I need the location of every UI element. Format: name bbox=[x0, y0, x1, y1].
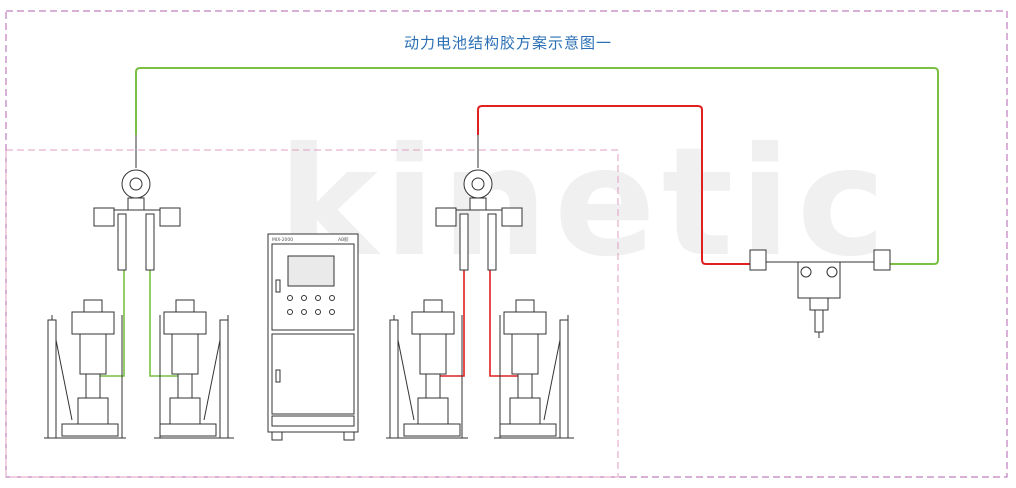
pump-station-3 bbox=[386, 299, 468, 439]
red-supply-hose bbox=[477, 105, 758, 265]
green-hose-left-pump-a bbox=[100, 270, 125, 377]
left-manifold bbox=[93, 135, 181, 271]
outer-dashed-border bbox=[5, 10, 1008, 478]
cabinet-label-right: AB胶 bbox=[338, 236, 349, 243]
pump-station-4 bbox=[494, 299, 574, 439]
red-hose-right-pump-b bbox=[489, 270, 520, 377]
red-hose-right-pump-a bbox=[438, 270, 465, 377]
green-hose-left-pump-b bbox=[149, 270, 178, 377]
dispensing-head bbox=[749, 249, 891, 338]
watermark-text: kinetic bbox=[278, 116, 892, 290]
pump-station-1 bbox=[44, 299, 126, 439]
green-supply-hose bbox=[135, 67, 939, 265]
inner-dashed-border bbox=[5, 149, 619, 478]
pump-station-2 bbox=[154, 299, 234, 439]
control-cabinet bbox=[267, 233, 359, 441]
right-manifold bbox=[435, 135, 523, 271]
diagram-title: 动力电池结构胶方案示意图一 bbox=[403, 34, 612, 52]
cabinet-label-left: MIX-2000 bbox=[272, 237, 293, 243]
